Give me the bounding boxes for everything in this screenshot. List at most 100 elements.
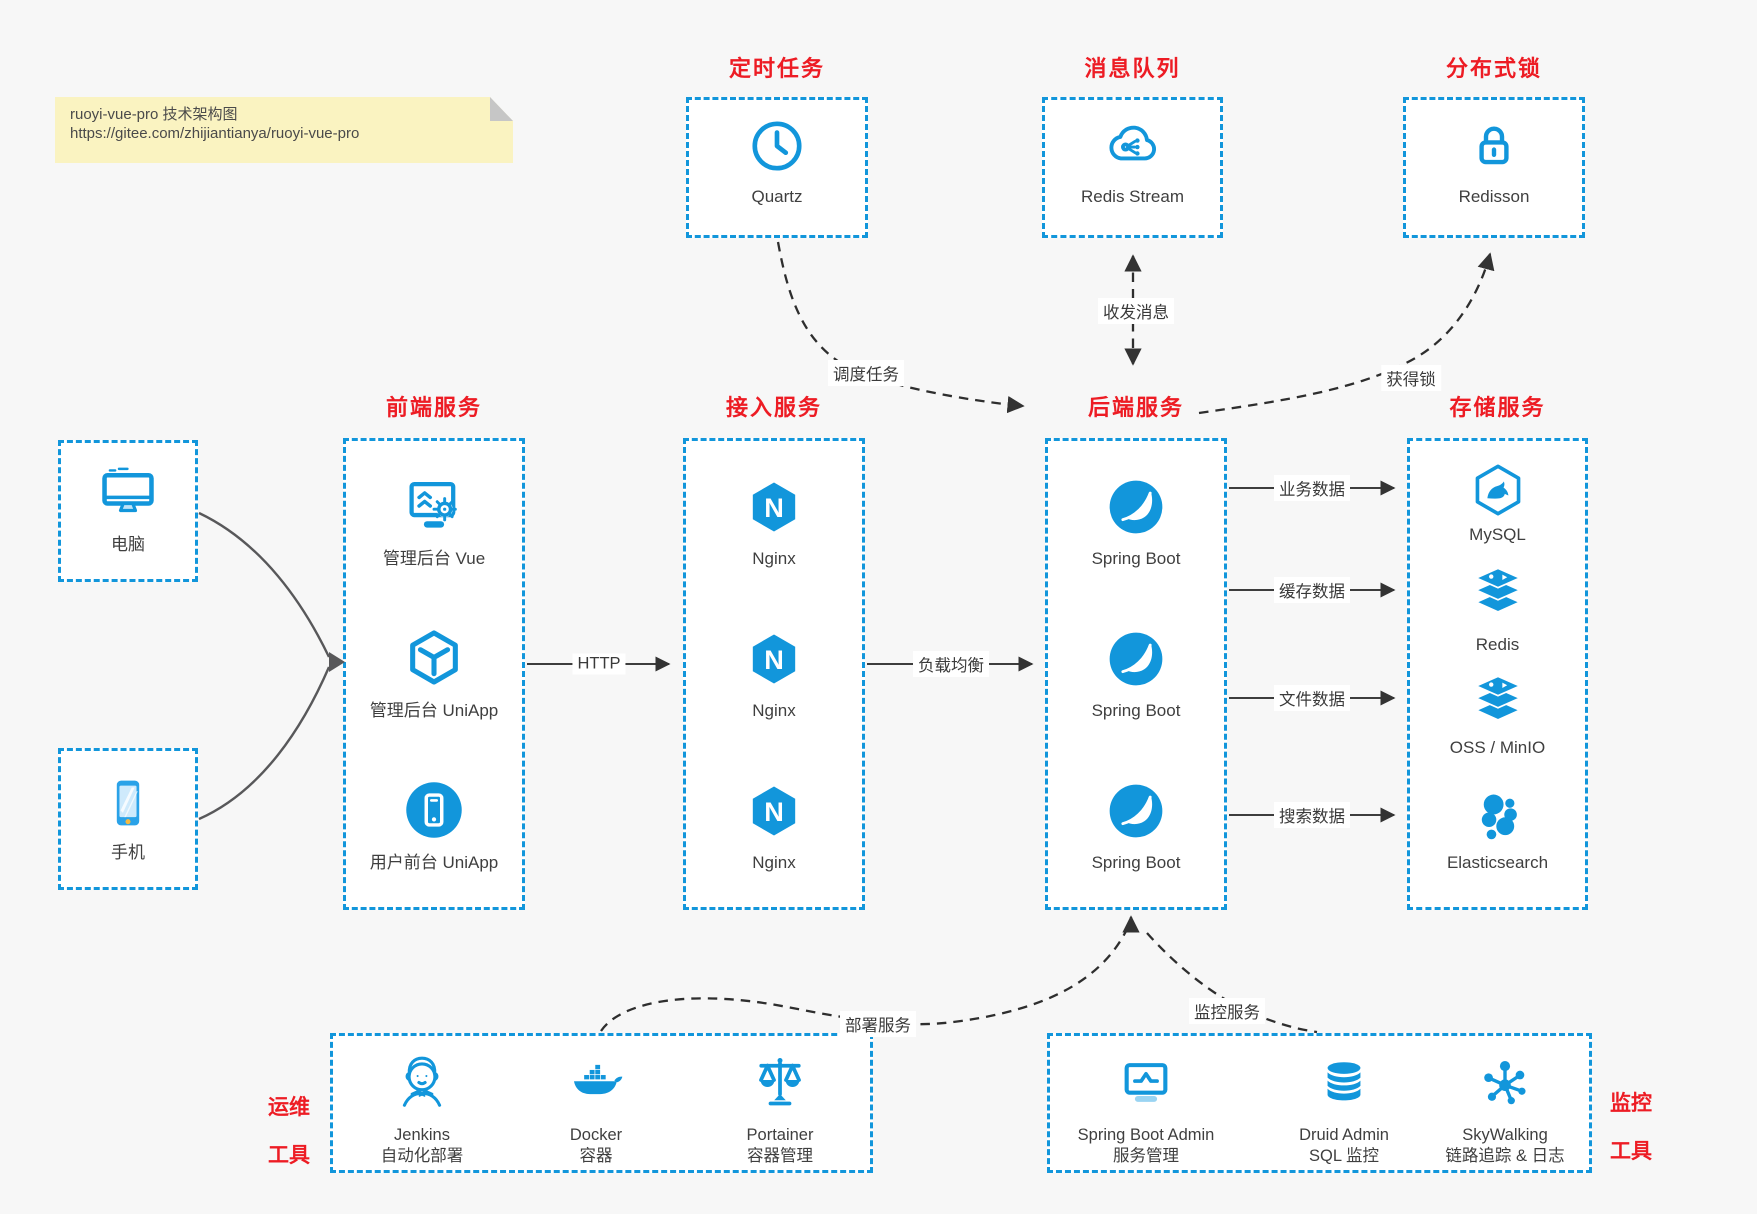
spring-boot-icon — [1105, 780, 1167, 847]
docker-name: Docker — [569, 1126, 623, 1144]
docker-item: Docker 容器 — [511, 1036, 681, 1176]
nginx-icon: N — [743, 628, 805, 695]
monitoring-title-line2: 工具 — [1610, 1140, 1652, 1163]
business-data-label: 业务数据 — [1274, 475, 1350, 501]
quartz-label: Quartz — [751, 187, 803, 206]
druid-admin-name: Druid Admin — [1299, 1126, 1389, 1144]
jenkins-icon — [391, 1051, 453, 1118]
spring-boot-admin-icon — [1117, 1054, 1175, 1117]
backend-box: Spring Boot Spring Boot Spring Boot — [1045, 438, 1227, 910]
portainer-desc: 容器管理 — [747, 1147, 813, 1165]
phone-icon — [96, 771, 160, 840]
oss-minio-label: OSS / MinIO — [1449, 738, 1546, 757]
jenkins-item: Jenkins 自动化部署 — [337, 1036, 507, 1176]
quartz-box: Quartz — [686, 97, 868, 238]
skywalking-desc: 链路追踪 & 日志 — [1445, 1147, 1565, 1165]
spring-boot-admin-desc: 服务管理 — [1113, 1147, 1179, 1165]
jenkins-desc: 自动化部署 — [380, 1147, 464, 1165]
redis-icon — [1469, 564, 1527, 627]
column-title-storage: 存储服务 — [1449, 395, 1546, 420]
file-data-label: 文件数据 — [1274, 685, 1350, 711]
elasticsearch-icon — [1469, 789, 1527, 852]
redis-stream-label: Redis Stream — [1081, 187, 1184, 206]
portainer-icon — [750, 1052, 810, 1117]
spring-boot-icon — [1105, 476, 1167, 543]
desktop-icon — [96, 463, 160, 532]
portainer-item: Portainer 容器管理 — [695, 1036, 865, 1176]
svg-text:N: N — [764, 492, 784, 523]
devops-tools-title: 运维 工具 — [258, 1072, 320, 1192]
cache-data-label: 缓存数据 — [1274, 577, 1350, 603]
http-label: HTTP — [572, 653, 626, 675]
pc-client-box: 电脑 — [58, 440, 198, 582]
storage-box: MySQL Redis OSS / MinIO — [1407, 438, 1588, 910]
search-data-label: 搜索数据 — [1274, 802, 1350, 828]
mobile-client-label: 手机 — [111, 843, 145, 862]
nginx-label: Nginx — [752, 549, 796, 568]
mysql-icon — [1469, 461, 1527, 524]
nginx-icon: N — [743, 780, 805, 847]
group-title-message-queue: 消息队列 — [1084, 56, 1181, 81]
pc-client-label: 电脑 — [111, 535, 145, 554]
nginx-label: Nginx — [752, 701, 796, 720]
druid-admin-desc: SQL 监控 — [1309, 1147, 1379, 1165]
redisson-box: Redisson — [1403, 97, 1585, 238]
skywalking-name: SkyWalking — [1462, 1126, 1548, 1144]
monitoring-tools-box: Spring Boot Admin 服务管理 Druid Admin SQL 监… — [1047, 1033, 1592, 1173]
nginx-icon: N — [743, 476, 805, 543]
monitor-service-label: 监控服务 — [1189, 998, 1265, 1024]
column-title-gateway: 接入服务 — [725, 395, 822, 420]
jenkins-name: Jenkins — [394, 1126, 450, 1144]
user-uniapp-icon — [402, 778, 466, 847]
spring-boot-label: Spring Boot — [1091, 701, 1181, 720]
schedule-task-label: 调度任务 — [828, 360, 904, 386]
sticky-note: ruoyi-vue-pro 技术架构图 https://gitee.com/zh… — [55, 97, 513, 163]
redis-label: Redis — [1475, 635, 1520, 654]
admin-vue-icon — [402, 474, 466, 543]
svg-text:N: N — [764, 796, 784, 827]
gateway-box: N Nginx N Nginx N Nginx — [683, 438, 865, 910]
spring-boot-label: Spring Boot — [1091, 549, 1181, 568]
column-title-frontend: 前端服务 — [385, 395, 482, 420]
druid-admin-icon — [1315, 1054, 1373, 1117]
oss-minio-icon — [1469, 672, 1527, 735]
monitoring-tools-title: 监控 工具 — [1600, 1068, 1662, 1188]
docker-icon — [567, 1054, 625, 1117]
acquire-lock-label: 获得锁 — [1381, 365, 1441, 391]
mobile-client-box: 手机 — [58, 748, 198, 890]
client-to-frontend-curves — [198, 511, 331, 821]
spring-boot-admin-item: Spring Boot Admin 服务管理 — [1056, 1036, 1236, 1176]
cloud-queue-icon — [1102, 115, 1164, 182]
devops-title-line2: 工具 — [268, 1144, 310, 1167]
redis-stream-box: Redis Stream — [1042, 97, 1223, 238]
redisson-label: Redisson — [1458, 187, 1530, 206]
note-line-2: https://gitee.com/zhijiantianya/ruoyi-vu… — [70, 125, 360, 142]
column-title-backend: 后端服务 — [1087, 395, 1184, 420]
elasticsearch-label: Elasticsearch — [1446, 853, 1549, 872]
frontend-box: 管理后台 Vue 管理后台 UniApp 用户前台 UniApp — [343, 438, 525, 910]
monitoring-title-line1: 监控 — [1610, 1092, 1652, 1115]
admin-uniapp-label: 管理后台 UniApp — [369, 701, 499, 720]
user-uniapp-label: 用户前台 UniApp — [369, 853, 499, 872]
message-label: 收发消息 — [1098, 298, 1174, 324]
deploy-service-label: 部署服务 — [840, 1011, 916, 1037]
admin-uniapp-icon — [402, 626, 466, 695]
nginx-label: Nginx — [752, 853, 796, 872]
note-text: ruoyi-vue-pro 技术架构图 https://gitee.com/zh… — [70, 105, 359, 143]
docker-desc: 容器 — [579, 1147, 613, 1165]
load-balance-label: 负载均衡 — [913, 651, 989, 677]
note-line-1: ruoyi-vue-pro 技术架构图 — [70, 106, 238, 123]
skywalking-item: SkyWalking 链路追踪 & 日志 — [1415, 1036, 1595, 1176]
druid-admin-item: Druid Admin SQL 监控 — [1254, 1036, 1434, 1176]
lock-icon — [1463, 115, 1525, 182]
group-title-distributed-lock: 分布式锁 — [1445, 56, 1542, 81]
spring-boot-icon — [1105, 628, 1167, 695]
acquire-lock-curve — [1198, 252, 1495, 415]
group-title-scheduled-task: 定时任务 — [728, 56, 825, 81]
devops-tools-box: Jenkins 自动化部署 Docker 容器 — [330, 1033, 873, 1173]
spring-boot-admin-name: Spring Boot Admin — [1077, 1126, 1215, 1144]
admin-vue-label: 管理后台 Vue — [382, 549, 486, 568]
portainer-name: Portainer — [746, 1126, 814, 1144]
svg-text:N: N — [764, 644, 784, 675]
